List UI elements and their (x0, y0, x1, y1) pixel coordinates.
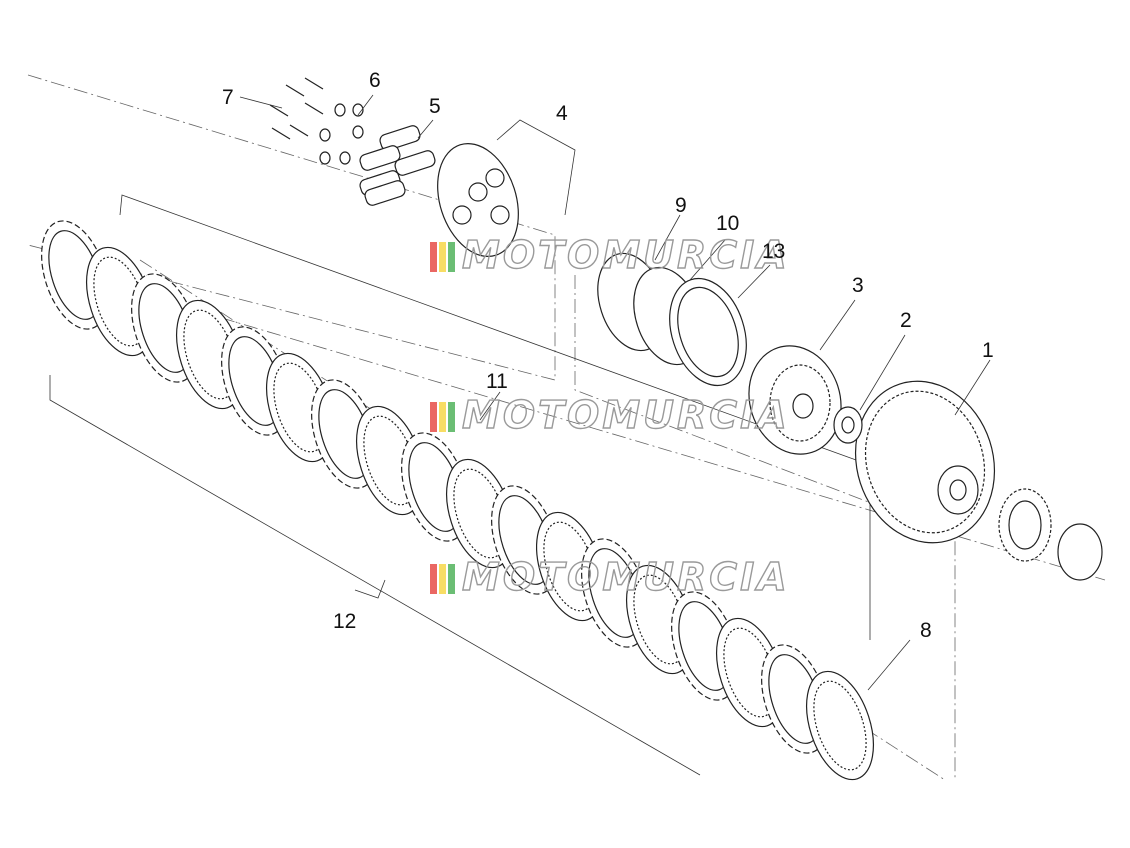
clutch-disc-stack (41, 220, 874, 781)
callout-10: 10 (716, 212, 739, 235)
spring-washers (319, 103, 364, 165)
clutch-hub (748, 345, 842, 455)
washer (833, 406, 863, 444)
svg-text:MOTOMURCIA: MOTOMURCIA (462, 393, 790, 437)
leader-lines (239, 94, 991, 691)
watermarks: MOTOMURCIA MOTOMURCIA MOTOMURCIA (430, 232, 790, 600)
watermark: MOTOMURCIA (430, 392, 790, 438)
callout-6: 6 (369, 69, 381, 92)
clutch-springs (359, 125, 436, 206)
callout-2: 2 (900, 309, 912, 332)
bolts (269, 77, 324, 140)
callout-5: 5 (429, 95, 441, 118)
gear-and-circlip (998, 488, 1103, 581)
callout-9: 9 (675, 194, 687, 217)
svg-text:MOTOMURCIA: MOTOMURCIA (462, 555, 790, 599)
clutch-housing (854, 380, 996, 544)
callout-3: 3 (852, 274, 864, 297)
callout-13: 13 (762, 240, 785, 263)
ring-set (597, 252, 747, 387)
steel-disc (806, 670, 874, 781)
callout-1: 1 (982, 339, 994, 362)
callout-11: 11 (486, 370, 508, 393)
callout-4: 4 (556, 102, 568, 125)
svg-text:MOTOMURCIA: MOTOMURCIA (462, 233, 790, 277)
callout-8: 8 (920, 619, 932, 642)
callout-12: 12 (333, 610, 356, 633)
watermark: MOTOMURCIA (430, 554, 790, 600)
watermark: MOTOMURCIA (430, 232, 790, 278)
bracket-frames (49, 119, 871, 776)
pressure-plate (437, 143, 519, 257)
callout-7: 7 (222, 86, 234, 109)
